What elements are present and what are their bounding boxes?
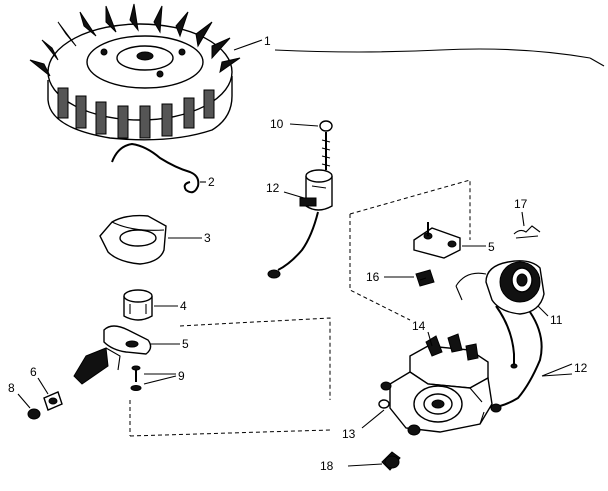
- callout-9: 9: [178, 369, 185, 383]
- bushing-part: [123, 289, 153, 321]
- wire-clip-part: [513, 225, 541, 239]
- callout-12: 12: [574, 361, 588, 375]
- callout-3: 3: [204, 231, 211, 245]
- nut-b-part: [27, 408, 41, 420]
- callout-5-right: 5: [488, 240, 495, 254]
- callout-1: 1: [264, 34, 271, 48]
- condenser-part: [267, 169, 333, 279]
- callout-16: 16: [366, 270, 380, 284]
- callout-10: 10: [270, 117, 284, 131]
- ignition-coil-part: [455, 260, 545, 315]
- callout-11: 11: [550, 313, 563, 327]
- nut-a-part: [43, 391, 63, 411]
- callout-8: 8: [8, 381, 15, 395]
- breaker-assembly-part: [378, 333, 493, 436]
- flywheel-part: [29, 3, 241, 141]
- callout-14: 13: [342, 427, 356, 441]
- callout-18: 18: [320, 459, 334, 473]
- callout-2: 2: [208, 175, 215, 189]
- callout-13: 12: [266, 181, 280, 195]
- callout-17: 17: [514, 197, 528, 211]
- screws-part: [130, 365, 142, 391]
- lever-part: [73, 325, 152, 385]
- coil-leads-part: [490, 305, 543, 413]
- clip-part: [413, 222, 461, 259]
- callout-6: 6: [30, 365, 37, 379]
- spring-wire-part: [111, 142, 200, 194]
- contact-clip-part: [415, 269, 435, 287]
- callout-4: 4: [180, 299, 187, 313]
- bracket-cover-part: [99, 214, 167, 265]
- callout-15: 14: [412, 319, 426, 333]
- grommet-part: [381, 451, 401, 471]
- callout-5-left: 5: [182, 337, 189, 351]
- terminal-screw-part: [319, 120, 333, 170]
